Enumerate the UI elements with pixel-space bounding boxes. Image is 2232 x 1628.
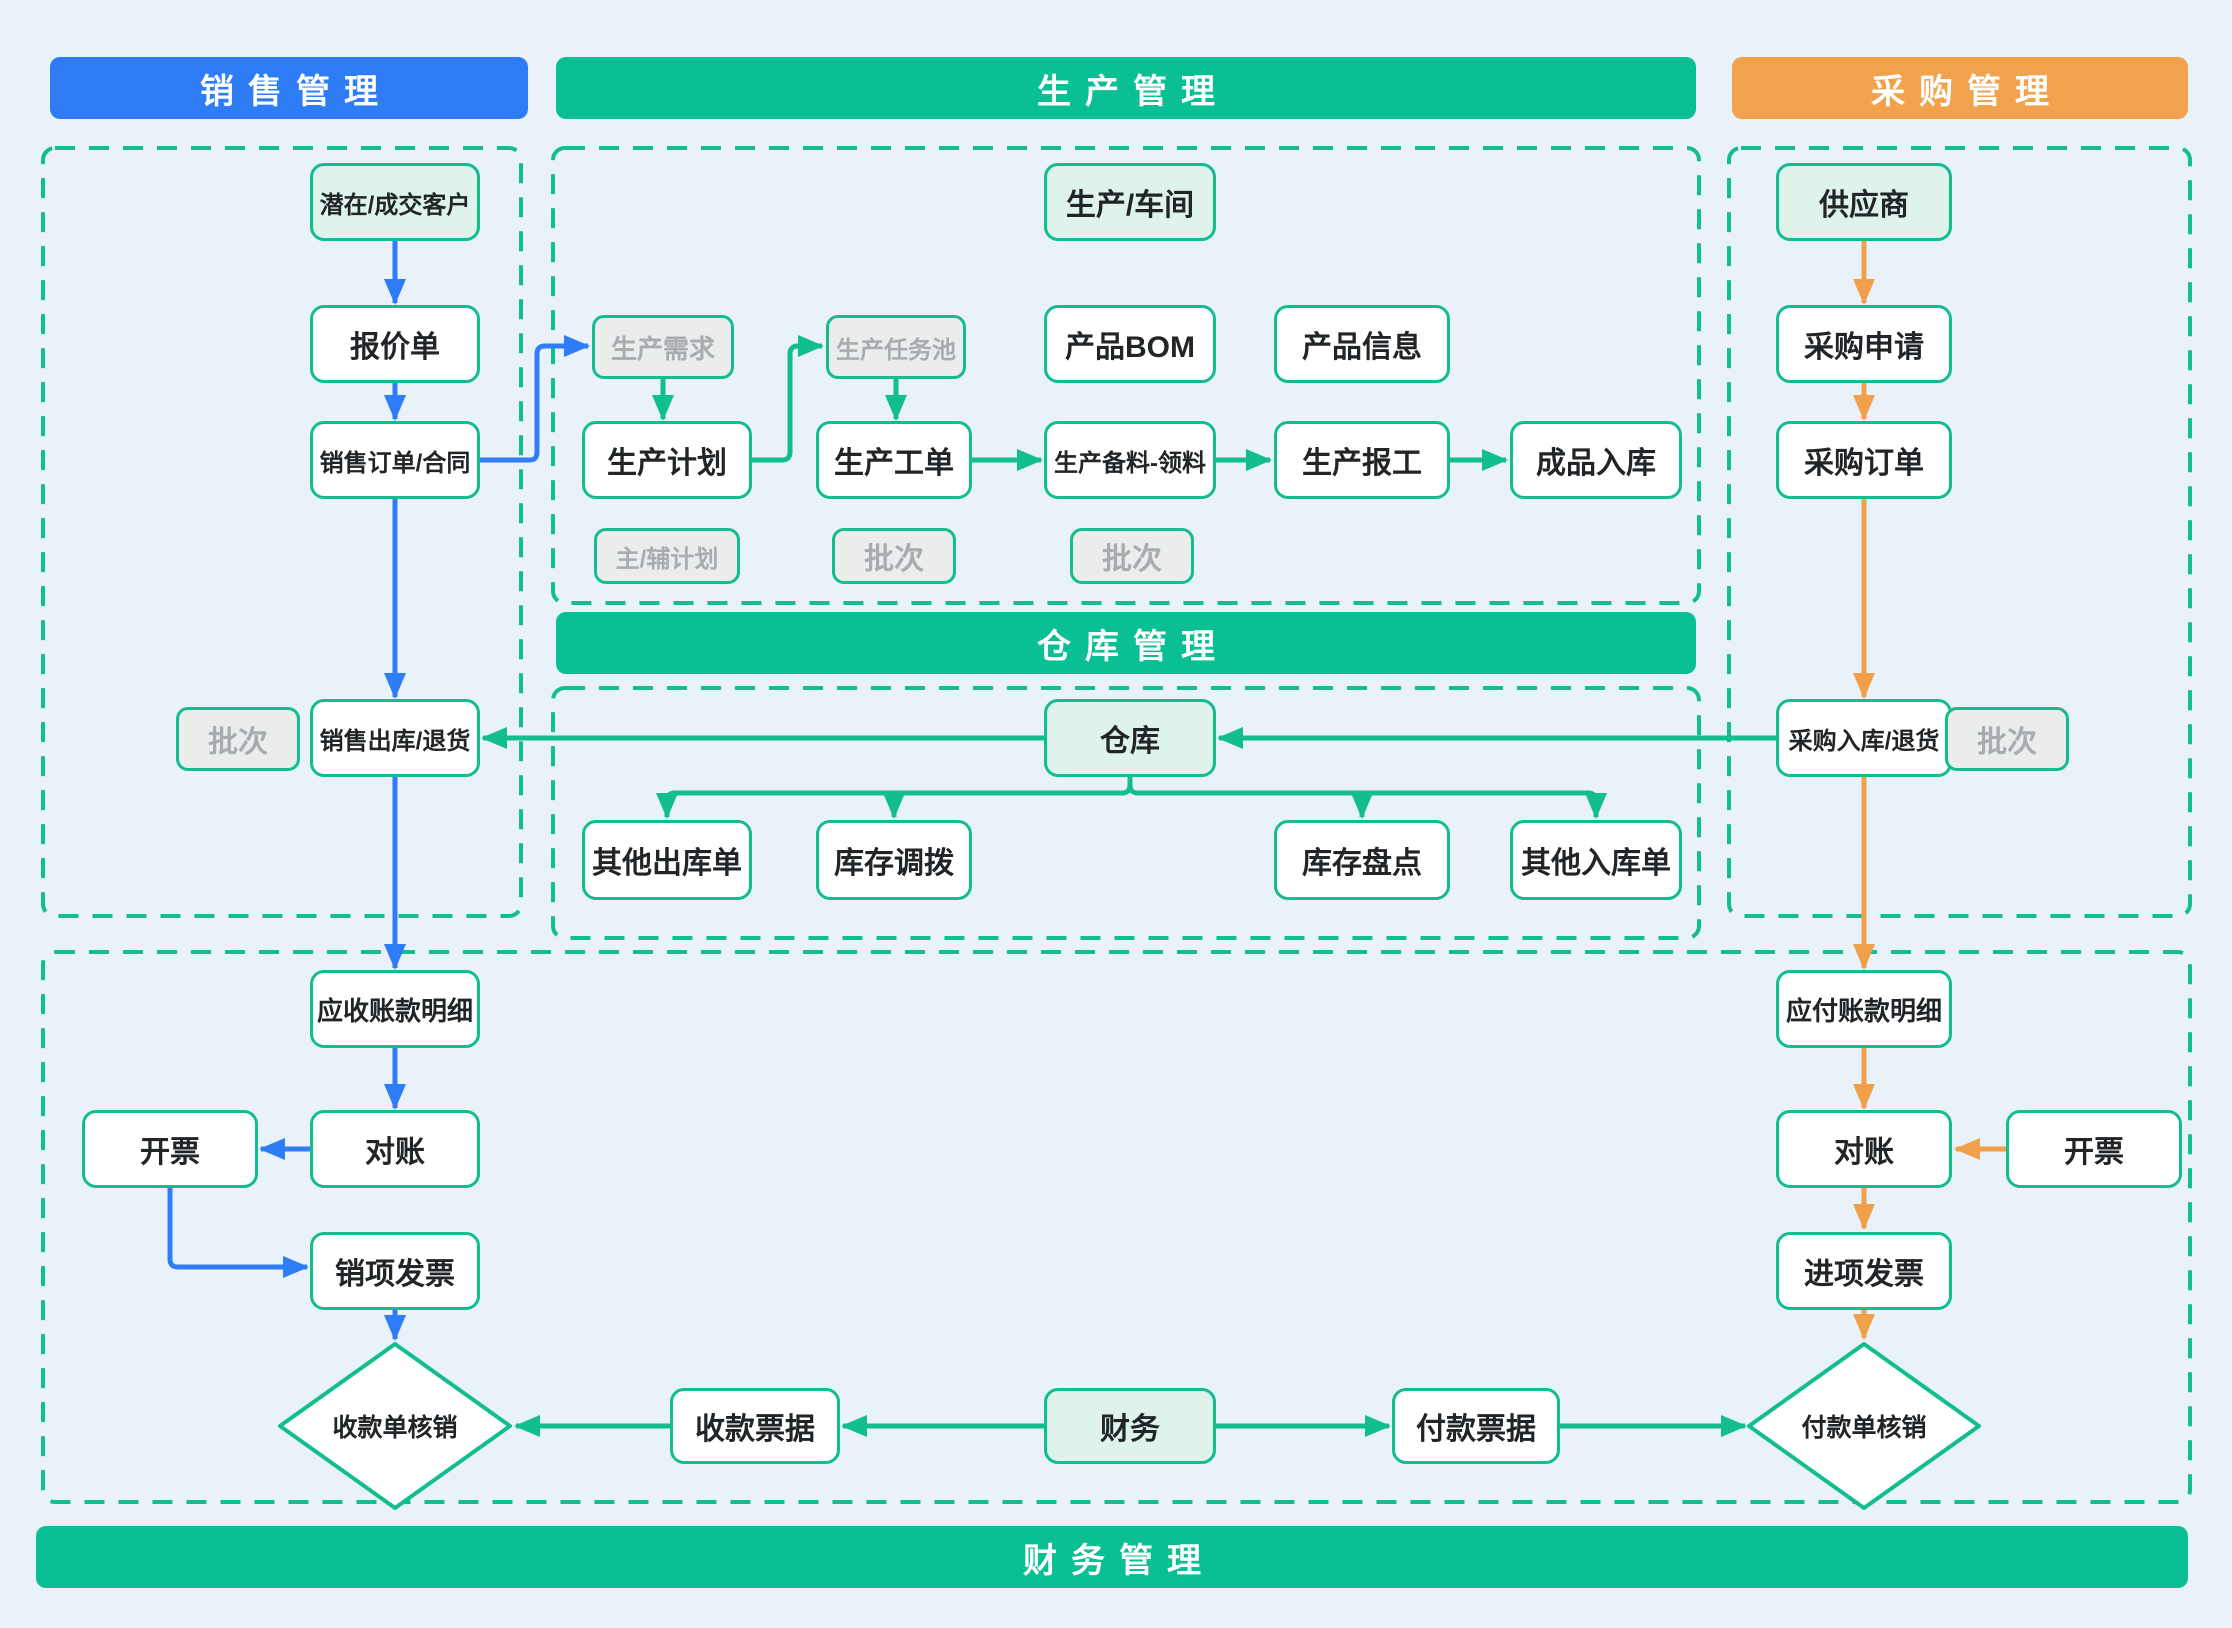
node-prod-workshop: 生产/车间 (1044, 163, 1216, 241)
node-invoice-sales: 开票 (82, 1110, 258, 1188)
container-purchase (1727, 146, 2192, 918)
node-product-info: 产品信息 (1274, 305, 1450, 383)
node-customer: 潜在/成交客户 (310, 163, 480, 241)
node-sales-outbound: 销售出库/退货 (310, 699, 480, 777)
node-inventory-transfer: 库存调拨 (816, 820, 972, 900)
node-receipt-writeoff: 收款单核销 (277, 1341, 513, 1511)
node-prod-task-pool: 生产任务池 (826, 315, 966, 379)
node-quotation: 报价单 (310, 305, 480, 383)
node-prod-plan: 生产计划 (582, 421, 752, 499)
node-other-inbound: 其他入库单 (1510, 820, 1682, 900)
node-prod-workorder: 生产工单 (816, 421, 972, 499)
node-payment-bill: 付款票据 (1392, 1388, 1560, 1464)
node-ap-detail: 应付账款明细 (1776, 970, 1952, 1048)
node-purchase-request: 采购申请 (1776, 305, 1952, 383)
header-sales-management: 销售管理 (50, 57, 528, 119)
node-purchase-inbound: 采购入库/退货 (1776, 699, 1952, 777)
container-warehouse (551, 686, 1701, 940)
node-batch-sales: 批次 (176, 707, 300, 771)
node-finished-inbound: 成品入库 (1510, 421, 1682, 499)
node-warehouse: 仓库 (1044, 699, 1216, 777)
node-reconcile-sales: 对账 (310, 1110, 480, 1188)
node-sales-invoice: 销项发票 (310, 1232, 480, 1310)
node-payment-writeoff: 付款单核销 (1746, 1341, 1982, 1511)
node-supplier: 供应商 (1776, 163, 1952, 241)
node-other-outbound: 其他出库单 (582, 820, 752, 900)
node-main-aux-plan: 主/辅计划 (594, 528, 740, 584)
header-warehouse-management: 仓库管理 (556, 612, 1696, 674)
node-reconcile-purchase: 对账 (1776, 1110, 1952, 1188)
container-production (551, 146, 1701, 605)
node-receipt-bill: 收款票据 (670, 1388, 840, 1464)
node-inventory-count: 库存盘点 (1274, 820, 1450, 900)
container-finance (41, 950, 2192, 1504)
node-purchase-order: 采购订单 (1776, 421, 1952, 499)
node-finance: 财务 (1044, 1388, 1216, 1464)
node-sales-order: 销售订单/合同 (310, 421, 480, 499)
container-sales (41, 146, 523, 918)
node-ar-detail: 应收账款明细 (310, 970, 480, 1048)
node-purchase-invoice: 进项发票 (1776, 1232, 1952, 1310)
node-invoice-purchase: 开票 (2006, 1110, 2182, 1188)
node-prod-report: 生产报工 (1274, 421, 1450, 499)
node-prod-demand: 生产需求 (592, 315, 734, 379)
header-purchase-management: 采购管理 (1732, 57, 2188, 119)
node-batch-workorder: 批次 (832, 528, 956, 584)
header-production-management: 生产管理 (556, 57, 1696, 119)
footer-finance-management: 财务管理 (36, 1526, 2188, 1588)
node-product-bom: 产品BOM (1044, 305, 1216, 383)
node-batch-purchase: 批次 (1945, 707, 2069, 771)
node-batch-material: 批次 (1070, 528, 1194, 584)
node-prod-material: 生产备料-领料 (1044, 421, 1216, 499)
